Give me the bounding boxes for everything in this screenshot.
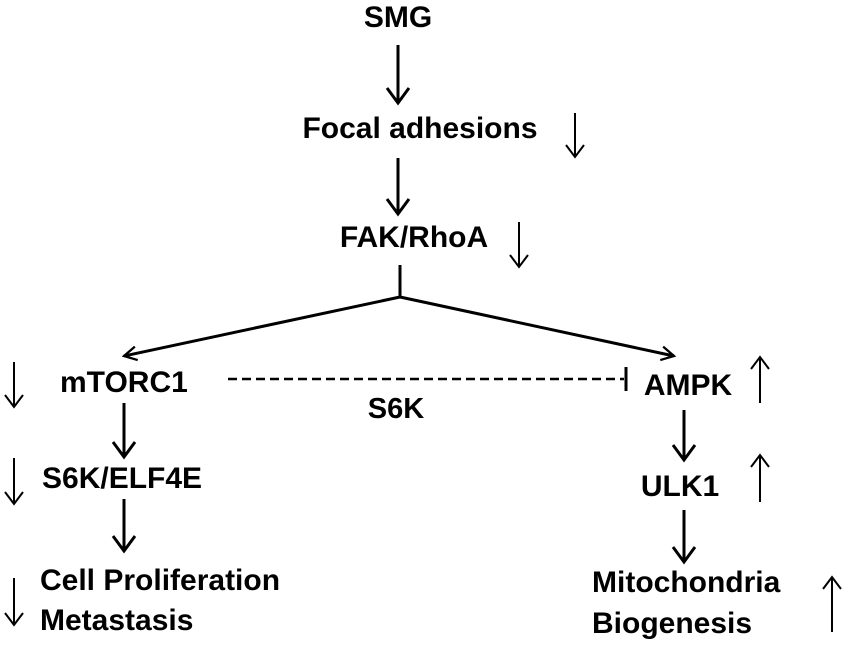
up-arrow-icon bbox=[822, 575, 842, 632]
ampk-label: AMPK bbox=[644, 369, 733, 402]
fak-rhoa-label: FAK/RhoA bbox=[340, 221, 488, 254]
cell-proliferation-label: Cell Proliferation bbox=[40, 564, 280, 597]
arrow-mtorc1-to-s6k-elf4e bbox=[111, 403, 137, 460]
arrow-s6k-elf4e-to-cell-proliferation bbox=[111, 499, 137, 554]
down-arrow-icon bbox=[509, 222, 529, 269]
arrow-focal-adhesions-to-fak-rhoa bbox=[385, 158, 411, 217]
s6k-inhibition-label: S6K bbox=[368, 393, 424, 425]
mitochondria-label: Mitochondria bbox=[592, 566, 781, 599]
biogenesis-label: Biogenesis bbox=[592, 607, 752, 640]
ulk1-label: ULK1 bbox=[641, 470, 719, 503]
metastasis-label: Metastasis bbox=[40, 604, 193, 637]
arrow-ulk1-to-mitochondria bbox=[671, 510, 697, 565]
mtorc1-label: mTORC1 bbox=[60, 366, 188, 399]
down-arrow-icon bbox=[4, 578, 24, 627]
down-arrow-icon bbox=[565, 113, 585, 159]
focal-adhesions-label: Focal adhesions bbox=[302, 112, 537, 145]
up-arrow-icon bbox=[750, 453, 770, 502]
s6k-elf4e-label: S6K/ELF4E bbox=[42, 462, 202, 495]
down-arrow-icon bbox=[4, 458, 24, 506]
down-arrow-icon bbox=[4, 362, 24, 409]
smg-label: SMG bbox=[364, 1, 432, 34]
arrow-ampk-to-ulk1 bbox=[671, 410, 697, 463]
up-arrow-icon bbox=[750, 355, 770, 403]
branch-connector bbox=[124, 265, 674, 356]
arrow-smg-to-focal-adhesions bbox=[385, 45, 411, 106]
inhibition-line-mtorc1-to-ampk bbox=[228, 367, 628, 391]
